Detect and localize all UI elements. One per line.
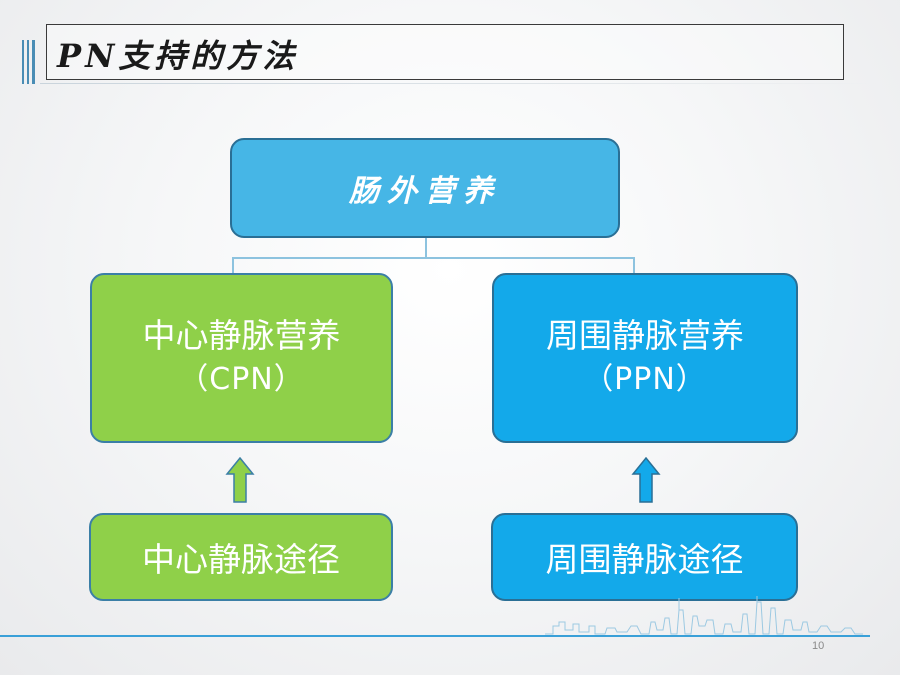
title-box: PN支持的方法 (46, 24, 844, 80)
connector-left-down (232, 257, 234, 274)
root-node-label: 肠外营养 (349, 174, 501, 209)
title-decoration (22, 40, 36, 84)
title-underline (40, 83, 880, 84)
node-label: 周围静脉途径 (545, 540, 744, 579)
city-skyline-decoration (545, 596, 863, 635)
connector-root-down (425, 238, 427, 258)
node-label: 中心静脉营养 (142, 316, 341, 355)
node-peripheral-venous-route: 周围静脉途径 (491, 513, 798, 601)
slide-title: PN支持的方法 (57, 37, 299, 75)
arrow-up-right-icon (631, 457, 661, 503)
page-number: 10 (812, 640, 825, 652)
footer-line (0, 635, 870, 637)
node-central-venous-nutrition: 中心静脉营养 （CPN） (90, 273, 393, 443)
connector-right-down (633, 257, 635, 274)
node-abbreviation: （CPN） (178, 362, 305, 397)
node-label: 周围静脉营养 (546, 316, 744, 355)
connector-horizontal (232, 257, 634, 259)
arrow-up-left-icon (225, 457, 255, 503)
node-label: 中心静脉途径 (142, 540, 340, 579)
node-central-venous-route: 中心静脉途径 (89, 513, 393, 601)
node-abbreviation: （PPN） (583, 362, 707, 397)
node-peripheral-venous-nutrition: 周围静脉营养 （PPN） (492, 273, 798, 443)
root-node-parenteral-nutrition: 肠外营养 (230, 138, 620, 238)
